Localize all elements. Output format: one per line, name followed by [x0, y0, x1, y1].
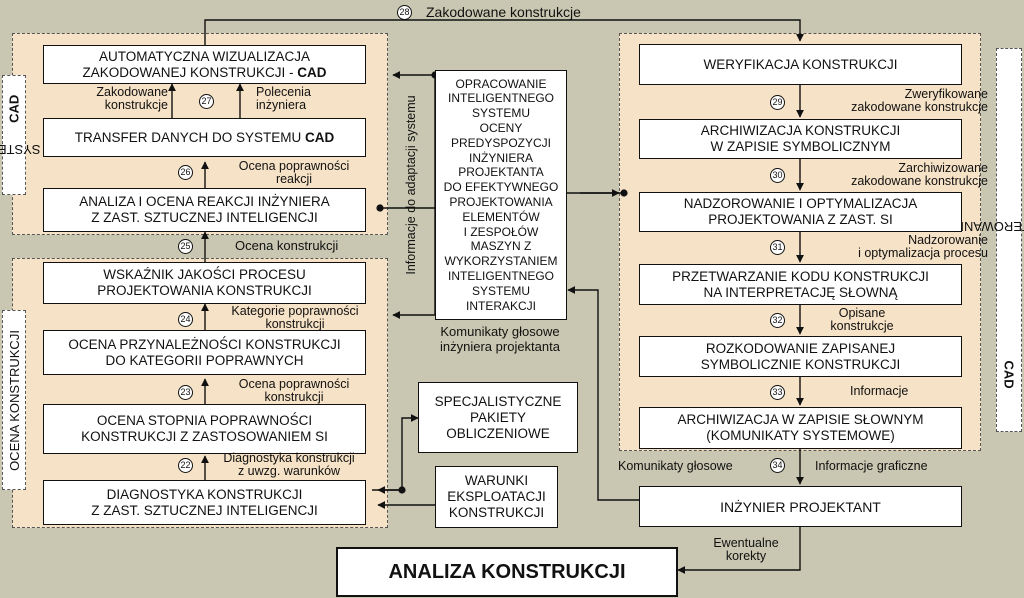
line-ewentualne — [677, 527, 801, 574]
label-27a: Zakodowane konstrukcje — [96, 85, 168, 112]
num-33: 33 — [770, 385, 785, 400]
label-31: Nadzorowanie i optymalizacja procesu — [858, 233, 988, 260]
label-34: Informacje graficzne — [815, 459, 928, 473]
transfer-text: TRANSFER DANYCH DO SYSTEMU — [74, 129, 306, 145]
label-23: Ocena poprawności konstrukcji — [238, 377, 350, 404]
wskaznik-jakosci-box: WSKAŹNIK JAKOŚCI PROCESU PROJEKTOWANIA K… — [43, 262, 366, 304]
num-23: 23 — [178, 385, 193, 400]
label-26: Ocena poprawności reakcji — [238, 159, 350, 186]
label-32: Opisane konstrukcje — [830, 306, 894, 333]
dot-pakiety — [398, 486, 406, 494]
automatyczna-line2-bold: CAD — [297, 64, 327, 80]
line-28 — [204, 19, 804, 45]
label-30: Zarchiwizowane zakodowane konstrukcje — [851, 161, 988, 188]
label-komunikaty-glosowe: Komunikaty głosowe — [618, 459, 733, 473]
warunki-eksploatacji-box: WARUNKI EKSPLOATACJI KONSTRUKCJI — [435, 466, 558, 528]
automatyczna-line1: AUTOMATYCZNA WIZUALIZACJA — [98, 48, 310, 64]
num-31: 31 — [770, 240, 785, 255]
label-33: Informacje — [850, 384, 909, 398]
label-29: Zweryfikowane zakodowane konstrukcje — [851, 87, 988, 114]
analiza-konstrukcji-box: ANALIZA KONSTRUKCJI — [336, 547, 678, 597]
system-cad-label: SYSTEM CAD — [0, 75, 41, 195]
num-27: 27 — [199, 94, 214, 109]
inzynier-projektant-box: INŻYNIER PROJEKTANT — [639, 486, 962, 527]
dot-left-reakcji — [376, 204, 384, 212]
przetwarzanie-box: PRZETWARZANIE KODU KONSTRUKCJI NA INTERP… — [639, 264, 962, 305]
num-25: 25 — [178, 239, 193, 254]
rozkodowanie-box: ROZKODOWANIE ZAPISANEJ SYMBOLICZNIE KONS… — [639, 336, 962, 377]
num-26: 26 — [178, 165, 193, 180]
label-adaptacja: Informacje do adaptacji systemu — [404, 95, 418, 275]
label-komunikaty-inzyniera: Komunikaty głosowe inżyniera projektanta — [440, 324, 560, 354]
num-29: 29 — [770, 95, 785, 110]
nadzorowanie-box: NADZOROWANIE I OPTYMALIZACJA PROJEKTOWAN… — [639, 192, 962, 232]
label-24: Kategorie poprawności konstrukcji — [231, 304, 359, 331]
label-27b: Polecenia inżyniera — [256, 85, 311, 112]
analiza-reakcji-box: ANALIZA I OCENA REAKCJI INŻYNIERA Z ZAST… — [43, 188, 366, 232]
automatyczna-line2: ZAKODOWANEJ KONSTRUKCJI - — [82, 64, 298, 80]
diagnostyka-box: DIAGNOSTYKA KONSTRUKCJI Z ZAST. SZTUCZNE… — [43, 480, 366, 525]
num-28: 28 — [397, 5, 412, 20]
line-komunikaty — [567, 286, 639, 501]
label-ewentualne: Ewentualne korekty — [713, 536, 779, 563]
ocena-przynaleznosci-box: OCENA PRZYNALEŻNOŚCI KONSTRUKCJI DO KATE… — [43, 330, 366, 375]
pakiety-obliczeniowe-box: SPECJALISTYCZNE PAKIETY OBLICZENIOWE — [418, 382, 578, 453]
archiwizacja-symboliczna-box: ARCHIWIZACJA KONSTRUKCJI W ZAPISIE SYMBO… — [639, 119, 962, 159]
transfer-bold: CAD — [305, 129, 335, 145]
num-24: 24 — [178, 312, 193, 327]
opracowanie-box: OPRACOWANIE INTELIGENTNEGO SYSTEMU OCENY… — [435, 70, 567, 320]
transfer-danych-box: TRANSFER DANYCH DO SYSTEMU CAD — [43, 118, 366, 157]
ocena-konstrukcji-label: OCENA KONSTRUKCJI — [2, 310, 26, 490]
label-25: Ocena konstrukcji — [235, 238, 339, 253]
dot-right-junction — [620, 189, 628, 197]
num-30: 30 — [770, 168, 785, 183]
label-28: Zakodowane konstrukcje — [426, 4, 581, 20]
num-32: 32 — [770, 313, 785, 328]
label-22: Diagnostyka konstrukcji z uwzg. warunków — [223, 451, 355, 478]
num-34: 34 — [770, 458, 785, 473]
archiwizacja-slowna-box: ARCHIWIZACJA W ZAPISIE SŁOWNYM (KOMUNIKA… — [639, 407, 962, 449]
wizualizacje-label: WIZUALIZACJE I STEROWANIE SYSTEMEM CAD — [875, 48, 1024, 432]
weryfikacja-box: WERYFIKACJA KONSTRUKCJI — [639, 44, 962, 85]
num-22: 22 — [178, 458, 193, 473]
ocena-stopnia-box: OCENA STOPNIA POPRAWNOŚCI KONSTRUKCJI Z … — [43, 404, 366, 454]
